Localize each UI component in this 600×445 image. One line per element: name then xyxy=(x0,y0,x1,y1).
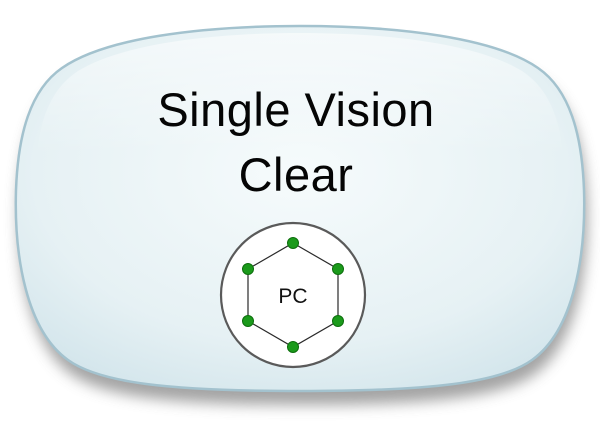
hex-vertex-dot xyxy=(287,341,299,353)
hex-vertex-dot xyxy=(242,263,254,275)
lens-gloss-highlight xyxy=(37,33,563,155)
hex-vertex-dot xyxy=(242,315,254,327)
material-badge-label: PC xyxy=(278,285,307,308)
material-badge: PC xyxy=(219,221,367,369)
hex-vertex-dot xyxy=(332,263,344,275)
material-badge-circle xyxy=(219,221,367,369)
hex-vertex-dot xyxy=(287,237,299,249)
hex-vertex-dot xyxy=(332,315,344,327)
